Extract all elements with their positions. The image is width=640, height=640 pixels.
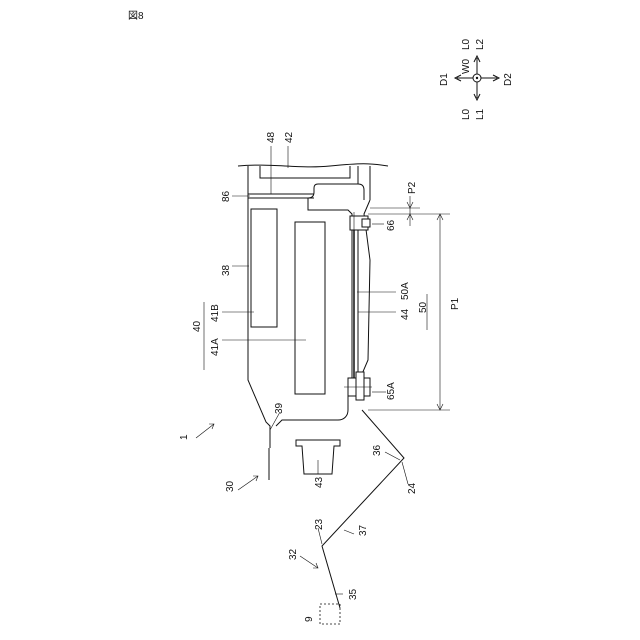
ref-48: 48	[266, 131, 277, 143]
dir-label-bottom-a: L0	[461, 108, 472, 120]
ref-1: 1	[179, 434, 190, 440]
ref-86: 86	[221, 190, 232, 202]
dir-label-center: W0	[461, 59, 472, 74]
battery-41a	[295, 222, 325, 394]
ref-p2: P2	[407, 181, 418, 194]
ref-43: 43	[314, 476, 325, 488]
ref-37: 37	[358, 524, 369, 536]
ref-65a: 65A	[386, 382, 397, 400]
direction-indicator: L0 L2 L0 L1 D1 D2 W0	[439, 38, 514, 120]
bracket-65a	[344, 372, 372, 400]
ref-38: 38	[221, 264, 232, 276]
component-9	[320, 604, 340, 624]
reference-labels: 48 42 86 P2 66 38 50A 44 50 40 41B 41A P…	[179, 131, 461, 622]
leader-lines	[196, 146, 427, 594]
ref-32: 32	[288, 548, 299, 560]
dir-label-bottom-b: L1	[475, 108, 486, 120]
dir-label-right: D2	[503, 73, 514, 86]
ref-p1: P1	[450, 297, 461, 310]
lower-frame	[320, 410, 404, 624]
ref-40: 40	[192, 320, 203, 332]
ref-30: 30	[225, 480, 236, 492]
dir-label-left: D1	[439, 73, 450, 86]
ref-44: 44	[400, 308, 411, 320]
ref-23: 23	[314, 518, 325, 530]
figure-title: 図8	[128, 10, 144, 22]
housing-38	[248, 166, 364, 448]
ref-42: 42	[284, 131, 295, 143]
bracket-66	[350, 212, 370, 234]
side-plate-50	[344, 200, 372, 400]
ref-24: 24	[407, 482, 418, 494]
ref-41b: 41B	[210, 304, 221, 322]
battery-41b	[251, 209, 277, 327]
ref-9: 9	[304, 616, 315, 622]
ref-50: 50	[418, 301, 429, 313]
ref-35: 35	[348, 588, 359, 600]
ref-41a: 41A	[210, 338, 221, 356]
ref-39: 39	[274, 402, 285, 414]
ref-50a: 50A	[400, 282, 411, 300]
ref-36: 36	[372, 444, 383, 456]
dir-label-top-b: L2	[475, 38, 486, 50]
dir-label-top-a: L0	[461, 38, 472, 50]
dimension-lines	[368, 196, 450, 410]
ref-66: 66	[386, 219, 397, 231]
upper-structure	[238, 164, 388, 200]
